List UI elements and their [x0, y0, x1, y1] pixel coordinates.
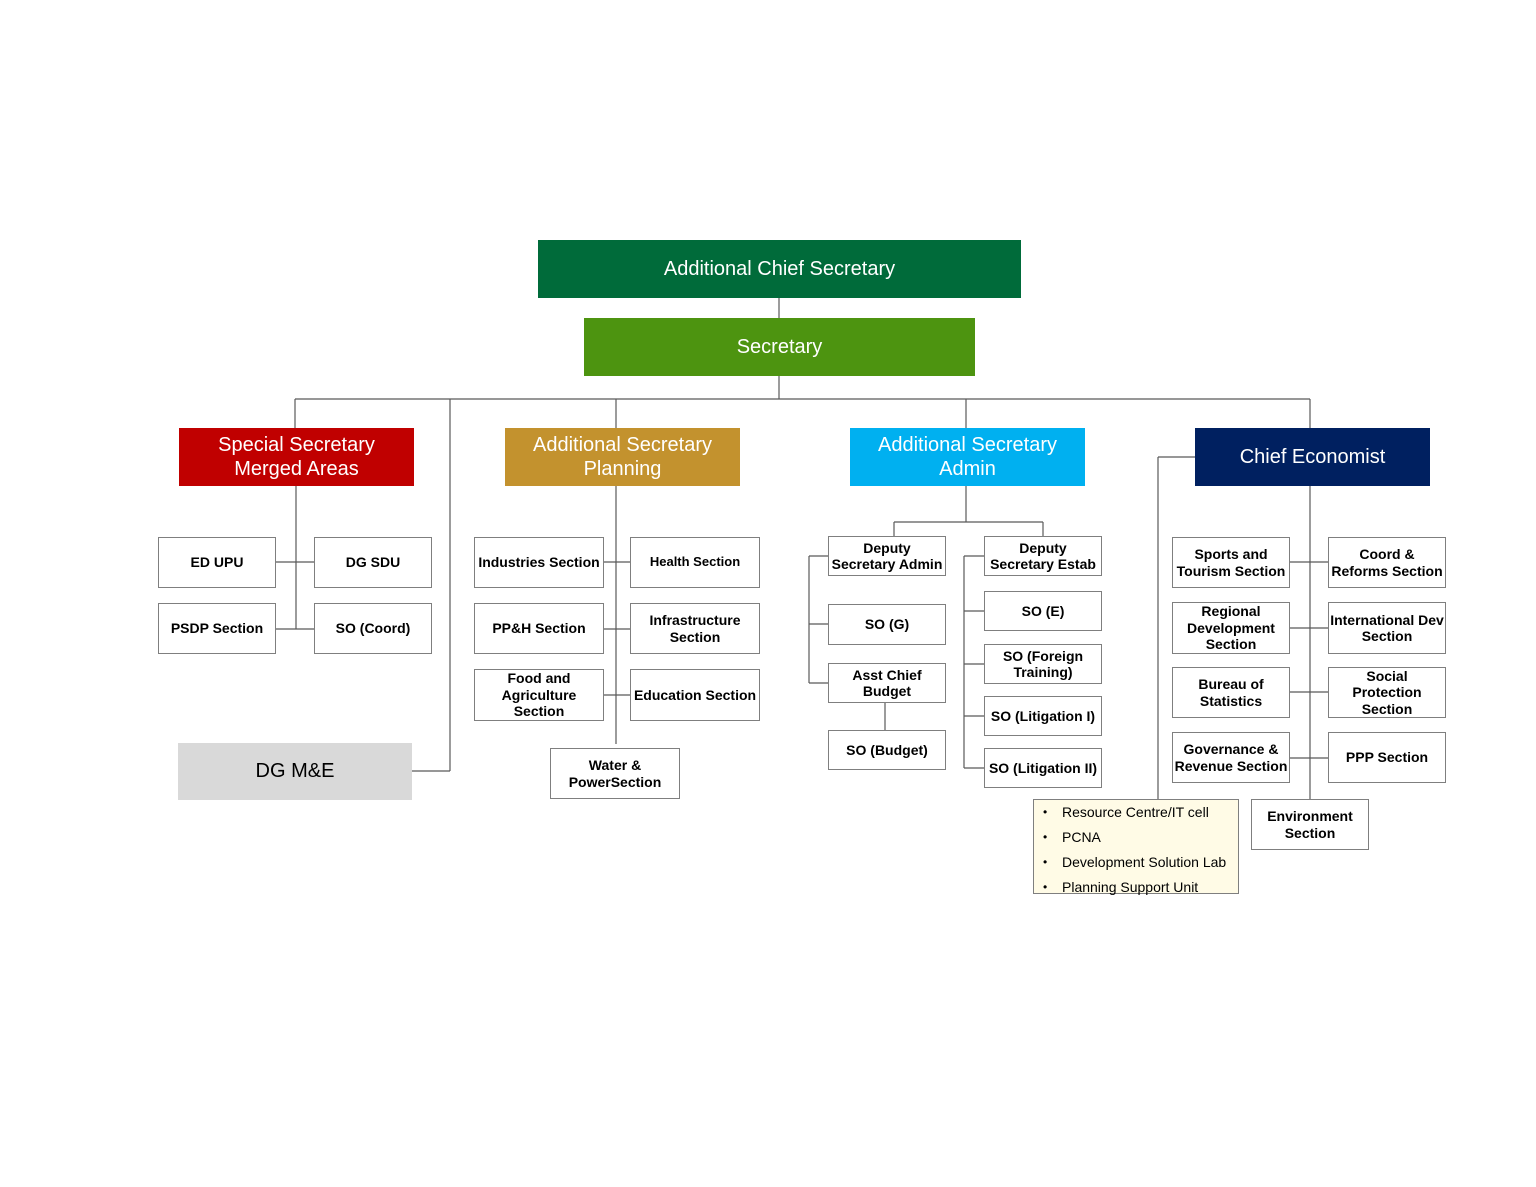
org-unit-environment-section: Environment Section: [1251, 799, 1369, 850]
additional-secretary-planning-label: Additional Secretary Planning: [533, 434, 712, 480]
special-secretary-label: Special Secretary Merged Areas: [218, 434, 375, 480]
additional-secretary-planning-box: Additional Secretary Planning: [505, 428, 740, 486]
special-secretary-box: Special Secretary Merged Areas: [179, 428, 414, 486]
org-unit-ed-upu: ED UPU: [158, 537, 276, 588]
org-unit-sports-tourism-section: Sports and Tourism Section: [1172, 537, 1290, 588]
org-unit-so-coord: SO (Coord): [314, 603, 432, 654]
list-item: •PCNA: [1043, 829, 1101, 845]
org-unit-social-protection-section: Social Protection Section: [1328, 667, 1446, 718]
org-unit-so-litigation-1: SO (Litigation I): [984, 696, 1102, 736]
org-unit-pph-section: PP&H Section: [474, 603, 604, 654]
org-unit-bureau-of-statistics: Bureau of Statistics: [1172, 667, 1290, 718]
org-unit-so-litigation-2: SO (Litigation II): [984, 748, 1102, 788]
secretary-box: Secretary: [584, 318, 975, 376]
org-unit-deputy-secretary-admin: Deputy Secretary Admin: [828, 536, 946, 576]
list-item: •Resource Centre/IT cell: [1043, 804, 1209, 820]
dg-me-label: DG M&E: [255, 760, 335, 782]
support-cells-list: •Resource Centre/IT cell •PCNA •Developm…: [1033, 799, 1239, 895]
org-unit-so-g: SO (G): [828, 604, 946, 645]
org-unit-so-budget: SO (Budget): [828, 730, 946, 770]
chief-economist-box: Chief Economist: [1195, 428, 1430, 486]
org-unit-psdp-section: PSDP Section: [158, 603, 276, 654]
org-unit-so-foreign-training: SO (Foreign Training): [984, 644, 1102, 684]
secretary-label: Secretary: [736, 336, 823, 358]
org-unit-food-agriculture-section: Food and Agriculture Section: [474, 669, 604, 721]
org-unit-asst-chief-budget: Asst Chief Budget: [828, 663, 946, 703]
additional-secretary-admin-label: Additional Secretary Admin: [878, 434, 1057, 480]
org-unit-water-power-section: Water & PowerSection: [550, 748, 680, 799]
org-unit-health-section: Health Section: [630, 537, 760, 588]
chief-economist-label: Chief Economist: [1239, 446, 1386, 468]
org-unit-education-section: Education Section: [630, 669, 760, 721]
org-unit-international-dev-section: International Dev Section: [1328, 602, 1446, 654]
org-unit-so-e: SO (E): [984, 591, 1102, 631]
org-unit-dg-sdu: DG SDU: [314, 537, 432, 588]
additional-chief-secretary-box: Additional Chief Secretary: [538, 240, 1021, 298]
list-item: •Planning Support Unit: [1043, 879, 1199, 895]
org-unit-governance-revenue-section: Governance & Revenue Section: [1172, 732, 1290, 783]
additional-secretary-admin-box: Additional Secretary Admin: [850, 428, 1085, 486]
org-unit-coord-reforms-section: Coord & Reforms Section: [1328, 537, 1446, 588]
list-item: •Development Solution Lab: [1043, 854, 1227, 870]
additional-chief-secretary-label: Additional Chief Secretary: [663, 258, 896, 280]
org-unit-regional-development-section: Regional Development Section: [1172, 602, 1290, 654]
org-unit-ppp-section: PPP Section: [1328, 732, 1446, 783]
org-unit-infrastructure-section: Infrastructure Section: [630, 603, 760, 654]
org-unit-industries-section: Industries Section: [474, 537, 604, 588]
dg-me-box: DG M&E: [178, 743, 412, 800]
org-unit-deputy-secretary-estab: Deputy Secretary Estab: [984, 536, 1102, 576]
